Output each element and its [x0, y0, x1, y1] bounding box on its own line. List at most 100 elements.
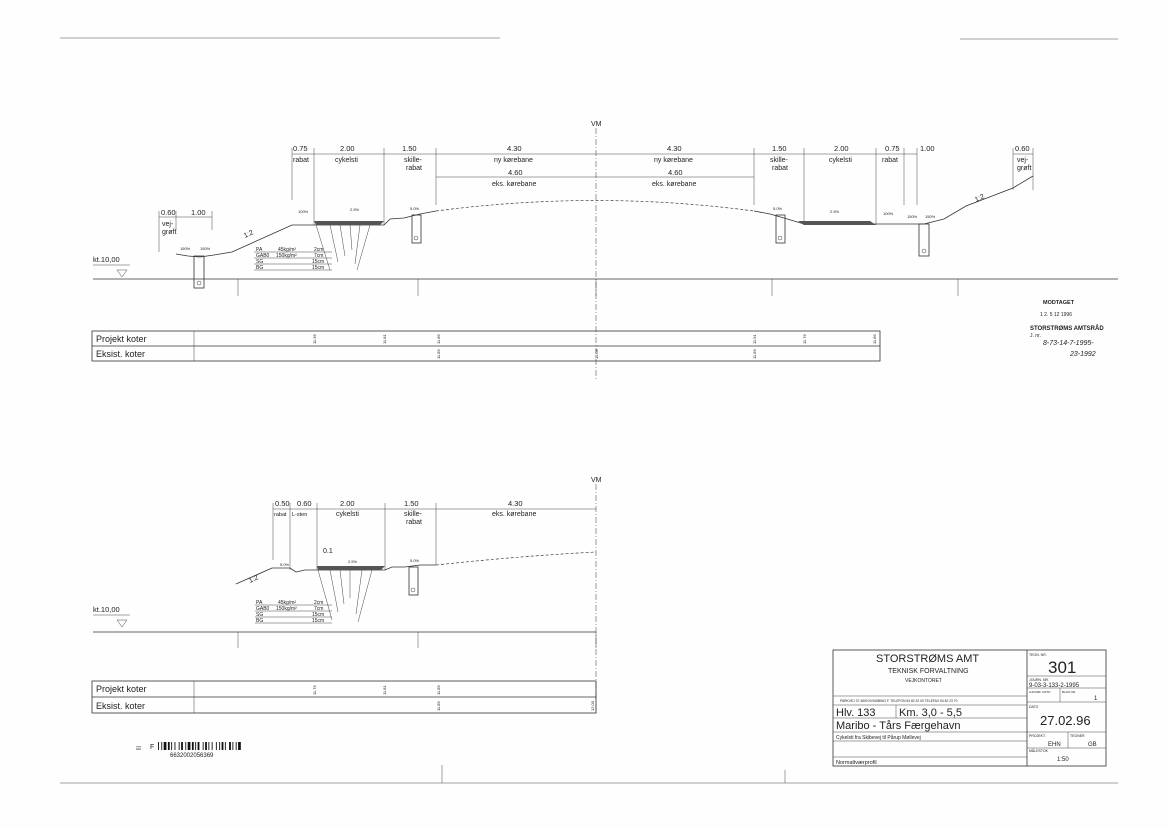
svg-text:1.00: 1.00 [191, 208, 206, 217]
svg-text:PROJEKT.: PROJEKT. [1029, 734, 1046, 738]
barcode-bar [181, 742, 183, 750]
koter-table-1: Projekt koter Eksist. koter 11.36 11.81 … [91, 330, 881, 362]
svg-text:TEKNISK FORVALTNING: TEKNISK FORVALTNING [888, 668, 969, 675]
road-name: Maribo - Tårs Færgehavn [836, 720, 961, 732]
svg-text:grøft: grøft [1017, 165, 1031, 172]
svg-text:150kg/m²: 150kg/m² [276, 253, 297, 259]
svg-text:skille-: skille- [404, 157, 423, 164]
svg-text:15cm: 15cm [312, 265, 324, 271]
barcode-bar [211, 742, 213, 750]
barcode-bar [229, 742, 231, 750]
datum-label-1: kt.10,00 [93, 255, 120, 264]
svg-text:1: 1 [1094, 696, 1098, 702]
drawing-date: 27.02.96 [1040, 713, 1091, 728]
barcode-bar [178, 742, 180, 750]
svg-text:Normaltværprofil: Normaltværprofil [836, 760, 877, 766]
barcode-bar [238, 742, 241, 750]
svg-text:11.89: 11.89 [436, 701, 441, 711]
svg-text:0.75: 0.75 [885, 144, 900, 153]
svg-text:ny kørebane: ny kørebane [494, 157, 533, 164]
barcode-bar [202, 742, 204, 750]
svg-text:GAB0: GAB0 [256, 253, 270, 259]
svg-text:PA: PA [256, 600, 263, 606]
svg-text:2.5%: 2.5% [350, 207, 360, 212]
barcode-bar [191, 742, 194, 750]
svg-text:2cm: 2cm [314, 600, 323, 606]
svg-text:skille-: skille- [404, 511, 423, 518]
svg-text:11.89: 11.89 [752, 349, 757, 359]
svg-text:BLAD NR.: BLAD NR. [1062, 690, 1076, 694]
svg-text:4.30: 4.30 [508, 499, 523, 508]
svg-text:eks. kørebane: eks. kørebane [492, 181, 536, 188]
svg-text:11.76: 11.76 [802, 334, 807, 344]
svg-text:5.0%: 5.0% [773, 206, 783, 211]
barcode-bar [161, 742, 163, 750]
svg-text:7cm: 7cm [314, 253, 323, 259]
svg-text:15cm: 15cm [312, 618, 324, 624]
row-projekt-koter-2: Projekt koter [96, 684, 147, 694]
svg-text:11.89: 11.89 [872, 334, 877, 344]
svg-text:100%: 100% [883, 211, 894, 216]
svg-text:6632002056369: 6632002056369 [170, 753, 214, 759]
svg-text:11.76: 11.76 [312, 685, 317, 695]
terrain-profile-right [753, 175, 1034, 225]
svg-text:12.06: 12.06 [594, 348, 599, 359]
km-label: Km. 3,0 - 5,5 [899, 707, 962, 719]
svg-text:15cm: 15cm [312, 259, 324, 265]
barcode-bar [167, 742, 170, 750]
svg-text:|||: ||| [136, 746, 142, 750]
pavement-left [314, 221, 384, 225]
svg-text:grøft: grøft [162, 229, 176, 236]
svg-text:2.00: 2.00 [834, 144, 849, 153]
svg-text:rabat: rabat [293, 157, 309, 164]
svg-text:1.50: 1.50 [772, 144, 787, 153]
svg-text:rabat: rabat [882, 157, 898, 164]
pavement-2 [317, 566, 385, 570]
svg-text:EHN: EHN [1048, 742, 1061, 748]
svg-text:0.60: 0.60 [161, 208, 176, 217]
svg-text:TEGN. NR.: TEGN. NR. [1029, 653, 1047, 657]
drawing-number: 301 [1048, 658, 1076, 677]
svg-text:11.36: 11.36 [312, 334, 317, 344]
svg-text:0.1: 0.1 [323, 548, 333, 555]
svg-text:4.30: 4.30 [667, 144, 682, 153]
svg-text:SG: SG [256, 259, 263, 265]
pavement-right [798, 221, 876, 225]
svg-text:45kg/m²: 45kg/m² [278, 600, 296, 606]
barcode-bar [215, 742, 217, 750]
org-name: STORSTRØMS AMT [876, 653, 979, 665]
svg-text:1:2: 1:2 [974, 193, 986, 204]
svg-text:Cykelsti fra Skibevej til Påru: Cykelsti fra Skibevej til Pårup Møllevej [836, 734, 921, 741]
svg-text:2.00: 2.00 [340, 144, 355, 153]
datum-marker-1 [116, 269, 128, 278]
svg-text:4.60: 4.60 [508, 168, 523, 177]
curb-left [411, 214, 422, 244]
svg-text:150%: 150% [180, 246, 191, 251]
svg-text:eks. kørebane: eks. kørebane [492, 511, 536, 518]
svg-text:5.0%: 5.0% [410, 558, 420, 563]
svg-text:11.89: 11.89 [436, 334, 441, 344]
barcode-bar [187, 742, 191, 750]
barcode-bar [232, 742, 234, 750]
curb-2 [408, 566, 419, 596]
svg-text:GB: GB [1088, 742, 1097, 748]
svg-text:1 2. 5 12 1996: 1 2. 5 12 1996 [1040, 312, 1072, 318]
svg-text:1:2: 1:2 [243, 229, 255, 240]
svg-text:1.50: 1.50 [404, 499, 419, 508]
svg-text:0.60: 0.60 [1015, 144, 1030, 153]
svg-text:7cm: 7cm [314, 606, 323, 612]
hlv-label: Hlv. 133 [836, 707, 876, 719]
svg-text:MODTAGET: MODTAGET [1043, 300, 1075, 306]
svg-text:11.89: 11.89 [436, 685, 441, 695]
svg-text:vej-: vej- [1017, 157, 1029, 164]
svg-text:rabat: rabat [406, 519, 422, 526]
title-block: STORSTRØMS AMT TEKNISK FORVALTNING VEJKO… [832, 649, 1107, 767]
barcode-bar [219, 742, 221, 750]
svg-text:BG: BG [256, 618, 263, 624]
svg-text:150%: 150% [200, 246, 211, 251]
svg-text:PA: PA [256, 247, 263, 253]
svg-text:cykelsti: cykelsti [335, 157, 358, 164]
drain-left [193, 255, 205, 289]
